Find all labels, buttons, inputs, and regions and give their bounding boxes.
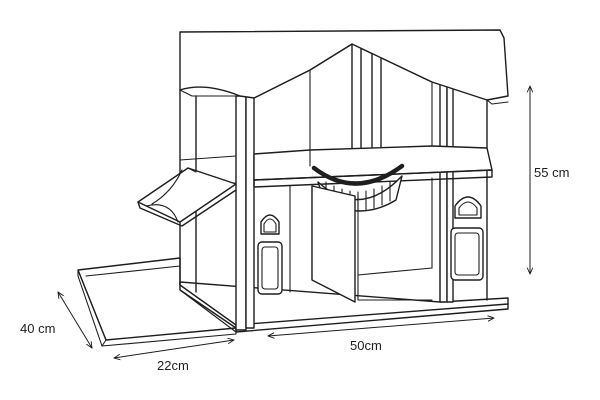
width-label: 50cm — [350, 338, 382, 353]
depth-dimension: 22cm — [114, 340, 234, 373]
width-dimension: 50cm — [268, 318, 494, 353]
middle-floor — [253, 145, 493, 188]
depth-label: 22cm — [157, 358, 189, 373]
left-window — [257, 214, 283, 295]
awning — [137, 167, 237, 227]
ground-floor-walls — [289, 177, 441, 303]
yard-depth-label: 40 cm — [20, 321, 55, 336]
right-window — [450, 196, 484, 281]
height-dimension: 55 cm — [530, 86, 569, 274]
height-label: 55 cm — [534, 165, 569, 180]
yard-depth-dimension: 40 cm — [20, 292, 92, 348]
roof — [179, 29, 509, 105]
